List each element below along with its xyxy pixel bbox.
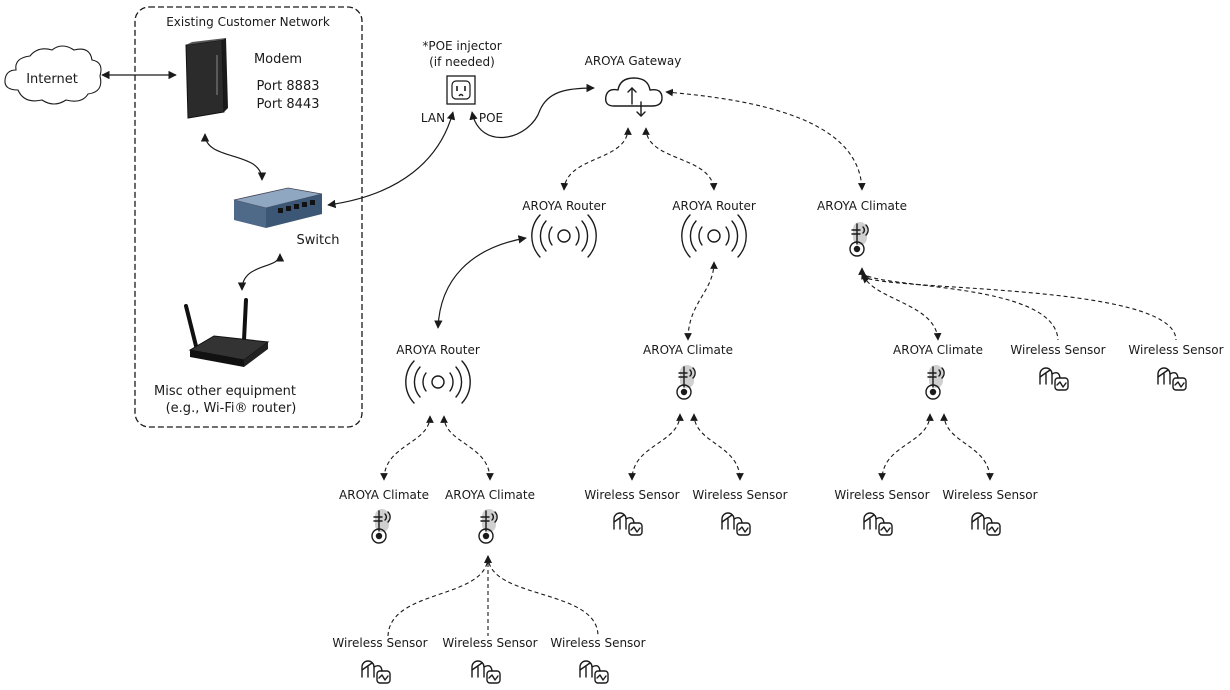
climate-mid-sensor-b-link — [690, 413, 744, 481]
climate-top-climate-link — [858, 267, 942, 341]
gateway-label: AROYA Gateway — [585, 54, 682, 68]
sensor-label: Wireless Sensor — [692, 488, 787, 502]
lan-label: LAN — [421, 111, 445, 125]
router1-router3-link — [434, 235, 527, 329]
misc-equipment-label-1: Misc other equipment — [154, 384, 296, 399]
climate-right-sensor-b-link — [940, 413, 994, 481]
sensor-label: Wireless Sensor — [442, 636, 537, 650]
climate-right-label: AROYA Climate — [893, 343, 983, 357]
modem-port-1: Port 8883 — [257, 79, 320, 94]
sensor-label: Wireless Sensor — [1010, 343, 1105, 357]
sensor-label: Wireless Sensor — [332, 636, 427, 650]
router-2-label: AROYA Router — [672, 199, 756, 213]
switch-label: Switch — [297, 233, 340, 248]
thermometer-wireless-icon — [371, 508, 391, 544]
poe-title-line-1: *POE injector — [422, 39, 501, 53]
thermometer-wireless-icon — [849, 221, 869, 257]
gateway-climate-link — [665, 88, 866, 191]
poe-gateway-link — [469, 83, 595, 138]
modem-icon — [185, 38, 228, 119]
probe-graph-icon — [471, 660, 501, 684]
climate-mid-label: AROYA Climate — [643, 343, 733, 357]
cloud-upload-download-icon — [604, 77, 663, 117]
modem-port-2: Port 8443 — [257, 97, 320, 112]
router3-climate-b-link — [440, 415, 494, 481]
thermometer-wireless-icon — [925, 364, 945, 400]
climate-low-b-sensor-3-link — [484, 555, 599, 637]
probe-graph-icon — [863, 512, 893, 536]
gateway-router2-link — [642, 127, 718, 191]
sensor-label: Wireless Sensor — [942, 488, 1037, 502]
sensor-label: Wireless Sensor — [1128, 343, 1223, 357]
customer-network-title: Existing Customer Network — [166, 15, 330, 29]
climate-top-sensor-b-link — [861, 275, 1177, 341]
probe-graph-icon — [721, 512, 751, 536]
misc-equipment-label-2: (e.g., Wi-Fi® router) — [166, 401, 297, 416]
climate-low-b-label: AROYA Climate — [445, 488, 535, 502]
internet-label: Internet — [26, 72, 78, 87]
router-3-label: AROYA Router — [396, 343, 480, 357]
switch-misc-link — [237, 253, 285, 291]
switch-icon — [233, 187, 323, 228]
poe-injector-icon — [446, 75, 476, 105]
probe-graph-icon — [579, 660, 609, 684]
poe-port-label: POE — [479, 111, 503, 125]
sensor-label: Wireless Sensor — [834, 488, 929, 502]
sensor-label: Wireless Sensor — [584, 488, 679, 502]
probe-graph-icon — [361, 660, 391, 684]
probe-graph-icon — [613, 512, 643, 536]
poe-title-line-2: (if needed) — [429, 55, 495, 69]
climate-top-label: AROYA Climate — [817, 199, 907, 213]
router-1-label: AROYA Router — [522, 199, 606, 213]
sensor-label: Wireless Sensor — [550, 636, 645, 650]
internet-cloud — [4, 45, 102, 105]
router2-climate-link — [684, 261, 718, 341]
wireless-broadcast-icon — [681, 214, 747, 258]
climate-right-sensor-a-link — [878, 413, 934, 481]
wireless-broadcast-icon — [531, 214, 597, 258]
wifi-router-icon — [184, 298, 270, 367]
thermometer-wireless-icon — [478, 508, 498, 544]
modem-label: Modem — [254, 52, 302, 67]
climate-low-a-label: AROYA Climate — [339, 488, 429, 502]
gateway-router1-link — [560, 127, 632, 191]
probe-graph-icon — [1039, 367, 1069, 391]
switch-poe-link — [327, 111, 456, 209]
modem-switch-link — [200, 133, 267, 181]
customer-network-boundary — [134, 6, 363, 428]
wireless-broadcast-icon — [405, 360, 471, 404]
thermometer-wireless-icon — [676, 364, 696, 400]
probe-graph-icon — [971, 512, 1001, 536]
probe-graph-icon — [1157, 367, 1187, 391]
climate-low-b-sensor-1-link — [387, 555, 492, 637]
climate-mid-sensor-a-link — [628, 413, 684, 481]
router3-climate-a-link — [380, 415, 434, 481]
